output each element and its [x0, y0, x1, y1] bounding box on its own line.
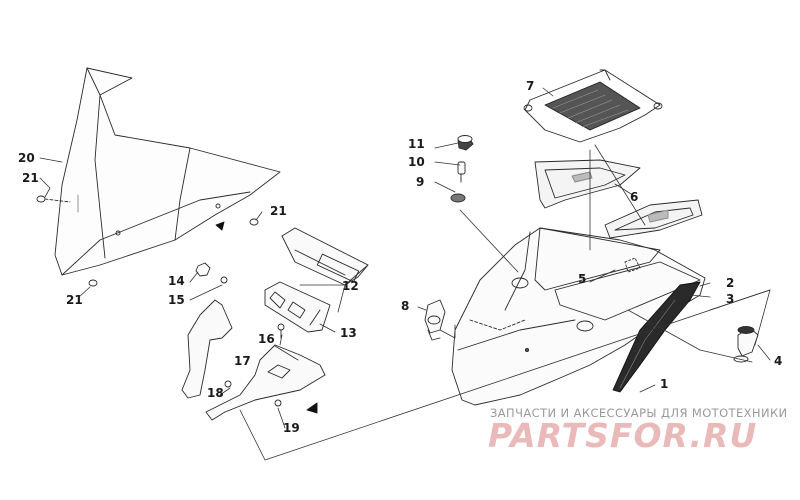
- arrow-marker: [306, 402, 318, 414]
- watermark-logo: PARTSFOR.RU: [488, 416, 758, 455]
- key-10: [457, 161, 466, 183]
- screw-21-c: [88, 279, 98, 287]
- callout-16: 16: [258, 332, 275, 346]
- screw-21-b: [249, 218, 259, 226]
- mesh-grille: [523, 69, 663, 143]
- switch-9: [450, 193, 466, 203]
- dashboard-pod: [281, 227, 369, 286]
- callout-20: 20: [18, 151, 35, 165]
- leader-lines: [39, 87, 771, 461]
- callout-4: 4: [774, 354, 783, 368]
- callout-3: 3: [726, 292, 735, 306]
- support-bracket: [181, 299, 326, 421]
- arrow-marker: [215, 221, 225, 231]
- callout-1: 1: [660, 377, 669, 391]
- socket-4: [733, 326, 759, 363]
- callout-18: 18: [207, 386, 224, 400]
- callout-11: 11: [408, 137, 425, 151]
- callout-9: 9: [416, 175, 425, 189]
- washer-15: [220, 276, 228, 284]
- callout-2: 2: [726, 276, 735, 290]
- callout-13: 13: [340, 326, 357, 340]
- knob-11: [457, 135, 474, 151]
- vent-panel-lower: [604, 199, 703, 239]
- callout-21-b: 21: [270, 204, 287, 218]
- callout-12: 12: [342, 279, 359, 293]
- windshield: [54, 67, 281, 276]
- callout-17: 17: [234, 354, 251, 368]
- callout-19: 19: [283, 421, 300, 435]
- callout-8: 8: [401, 299, 410, 313]
- vent-panel-upper: [534, 159, 641, 209]
- callout-14: 14: [168, 274, 185, 288]
- callout-10: 10: [408, 155, 425, 169]
- nose-cowl: [451, 227, 706, 406]
- callout-7: 7: [526, 79, 535, 93]
- watermark-caption: ЗАПЧАСТИ И АКСЕССУАРЫ ДЛЯ МОТОТЕХНИКИ: [490, 406, 788, 420]
- callout-6: 6: [630, 190, 639, 204]
- callout-5: 5: [578, 272, 587, 286]
- callout-21-a: 21: [22, 171, 39, 185]
- nut-14: [195, 262, 211, 277]
- pod-bracket: [264, 281, 331, 333]
- screw-16: [277, 323, 285, 339]
- callout-21-c: 21: [66, 293, 83, 307]
- connector-8: [424, 299, 446, 341]
- callout-15: 15: [168, 293, 185, 307]
- screw-21-a: [36, 195, 71, 203]
